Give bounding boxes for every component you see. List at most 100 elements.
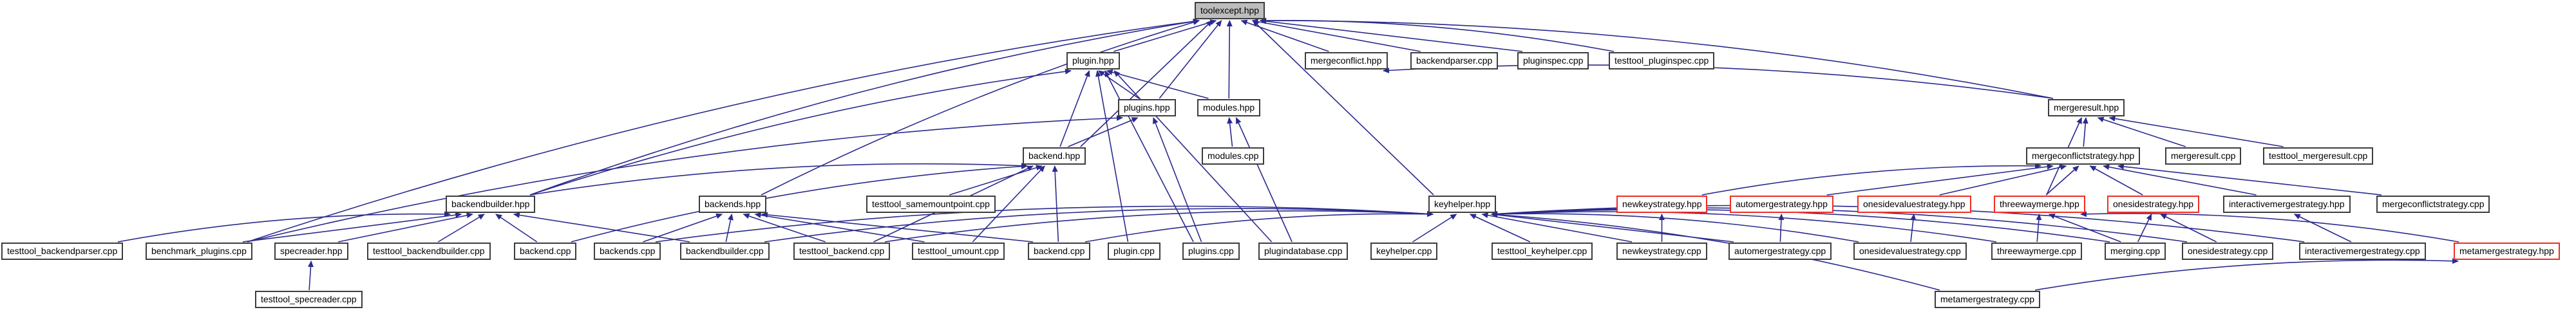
graph-node-modules_hpp[interactable]: modules.hpp [1197, 99, 1261, 116]
include-edge [1260, 18, 1523, 52]
graph-node-mergeresult_hpp[interactable]: mergeresult.hpp [2048, 99, 2125, 116]
graph-node-onesidestrategy_cpp[interactable]: onesidestrategy.cpp [2182, 243, 2274, 260]
graph-node-backendparser_cpp[interactable]: backendparser.cpp [1410, 52, 1499, 69]
include-edge [1227, 117, 1233, 147]
graph-node-automergestrategy_hpp[interactable]: automergestrategy.hpp [1730, 196, 1833, 213]
graph-node-automergestrategy_cpp[interactable]: automergestrategy.cpp [1728, 243, 1832, 260]
include-edge [1240, 19, 1329, 52]
include-edge [2034, 258, 2459, 291]
graph-node-backends_hpp[interactable]: backends.hpp [699, 196, 767, 213]
include-edge [1491, 211, 1997, 243]
graph-node-newkeystrategy_hpp[interactable]: newkeystrategy.hpp [1616, 196, 1708, 213]
graph-node-testtool_backend_cpp[interactable]: testtool_backend.cpp [793, 243, 891, 260]
include-edge [1260, 17, 1615, 52]
include-edge [761, 19, 1200, 196]
graph-node-testtool_samemountpoint_cpp[interactable]: testtool_samemountpoint.cpp [866, 196, 996, 213]
graph-node-testtool_specreader_cpp[interactable]: testtool_specreader.cpp [255, 291, 363, 308]
include-edge [1251, 19, 1421, 52]
graph-node-threewaymerge_cpp[interactable]: threewaymerge.cpp [1991, 243, 2082, 260]
include-edge [1113, 19, 1217, 52]
include-edge [754, 212, 925, 243]
include-edge [571, 163, 1028, 243]
graph-node-onesidevaluestrategy_cpp[interactable]: onesidevaluestrategy.cpp [1853, 243, 1967, 260]
graph-node-plugins_hpp[interactable]: plugins.hpp [1118, 99, 1176, 116]
include-edge [2137, 214, 2152, 243]
graph-node-backendbuilder_cpp[interactable]: backendbuilder.cpp [680, 243, 770, 260]
graph-node-testtool_pluginspec_cpp[interactable]: testtool_pluginspec.cpp [1609, 52, 1715, 69]
include-edge [2160, 214, 2217, 243]
graph-node-testtool_umount_cpp[interactable]: testtool_umount.cpp [912, 243, 1005, 260]
graph-node-onesidevaluestrategy_hpp[interactable]: onesidevaluestrategy.hpp [1857, 196, 1971, 213]
graph-node-backend_cpp_2[interactable]: backend.cpp [1028, 243, 1091, 260]
graph-node-testtool_backendparser_cpp[interactable]: testtool_backendparser.cpp [1, 243, 124, 260]
include-edge [117, 211, 451, 243]
graph-node-metamergestrategy_cpp[interactable]: metamergestrategy.cpp [1935, 291, 2041, 308]
include-edge [1106, 69, 1209, 99]
include-edge [743, 213, 826, 243]
include-edge [1113, 70, 1273, 243]
include-edge [513, 212, 690, 243]
include-edge [2089, 165, 2143, 196]
graph-node-backends_cpp[interactable]: backends.cpp [594, 243, 661, 260]
graph-node-threewaymerge_hpp[interactable]: threewaymerge.hpp [1994, 196, 2085, 213]
graph-node-backendbuilder_hpp[interactable]: backendbuilder.hpp [446, 196, 536, 213]
include-edge [1491, 212, 1940, 291]
include-edge [1104, 70, 1194, 243]
include-edge [1491, 211, 1859, 243]
include-edge [1059, 70, 1090, 147]
graph-node-toolexcept_hpp: toolexcept.hpp [1195, 2, 1265, 19]
graph-node-backend_hpp[interactable]: backend.hpp [1023, 147, 1086, 165]
include-edge [2036, 214, 2042, 243]
graph-node-interactivemergestrategy_cpp[interactable]: interactivemergestrategy.cpp [2299, 243, 2426, 260]
graph-node-testtool_backendbuilder_cpp[interactable]: testtool_backendbuilder.cpp [367, 243, 491, 260]
graph-node-mergeresult_cpp[interactable]: mergeresult.cpp [2165, 147, 2242, 165]
include-edge [1235, 117, 1293, 243]
graph-node-onesidestrategy_hpp[interactable]: onesidestrategy.hpp [2107, 196, 2200, 213]
graph-node-newkeystrategy_cpp[interactable]: newkeystrategy.cpp [1616, 243, 1707, 260]
include-edge [529, 163, 1028, 196]
graph-node-benchmark_plugins_cpp[interactable]: benchmark_plugins.cpp [146, 243, 252, 260]
include-edge [1412, 214, 1457, 243]
graph-node-modules_cpp[interactable]: modules.cpp [1202, 147, 1265, 165]
include-edge [764, 208, 1434, 243]
include-edge [1910, 214, 1917, 243]
graph-node-mergeconflictstrategy_cpp[interactable]: mergeconflictstrategy.cpp [2376, 196, 2490, 213]
include-edge [247, 115, 1123, 243]
include-edge [1260, 17, 2054, 99]
include-edge [1068, 117, 1139, 147]
include-edge [655, 205, 1434, 243]
graph-node-plugins_cpp[interactable]: plugins.cpp [1182, 243, 1240, 260]
include-edge [949, 165, 1043, 196]
include-edge [2103, 164, 2257, 196]
include-edge [529, 18, 1200, 196]
include-edge [972, 165, 1045, 243]
include-edge [338, 212, 473, 243]
graph-node-keyhelper_cpp[interactable]: keyhelper.cpp [1370, 243, 1438, 260]
include-edge [643, 213, 723, 243]
graph-node-mergeconflict_hpp[interactable]: mergeconflict.hpp [1305, 52, 1388, 69]
include-edge [2045, 165, 2079, 196]
include-edge [1469, 214, 1531, 243]
include-edge [1252, 20, 1434, 196]
include-edge [1095, 70, 1129, 243]
graph-node-testtool_mergeresult_cpp[interactable]: testtool_mergeresult.cpp [2263, 147, 2374, 165]
graph-node-metamergestrategy_hpp[interactable]: metamergestrategy.hpp [2454, 243, 2560, 260]
graph-node-pluginspec_cpp[interactable]: pluginspec.cpp [1517, 52, 1589, 69]
graph-node-plugin_hpp[interactable]: plugin.hpp [1066, 52, 1120, 69]
graph-node-plugin_cpp[interactable]: plugin.cpp [1108, 243, 1160, 260]
include-edge [529, 68, 1072, 196]
include-edge [2082, 117, 2088, 147]
graph-node-interactivemergestrategy_hpp[interactable]: interactivemergestrategy.hpp [2223, 196, 2351, 213]
graph-node-keyhelper_hpp[interactable]: keyhelper.hpp [1428, 196, 1497, 213]
include-edge [1098, 70, 1139, 99]
graph-node-testtool_keyhelper_cpp[interactable]: testtool_keyhelper.cpp [1492, 243, 1593, 260]
graph-node-mergeconflictstrategy_hpp[interactable]: mergeconflictstrategy.hpp [2026, 147, 2141, 165]
include-edge [495, 214, 538, 243]
graph-node-specreader_hpp[interactable]: specreader.hpp [274, 243, 348, 260]
graph-node-plugindatabase_cpp[interactable]: plugindatabase.cpp [1258, 243, 1349, 260]
graph-node-backend_cpp_1[interactable]: backend.cpp [514, 243, 577, 260]
graph-node-merging_cpp[interactable]: merging.cpp [2105, 243, 2166, 260]
include-edge [1826, 163, 2054, 196]
